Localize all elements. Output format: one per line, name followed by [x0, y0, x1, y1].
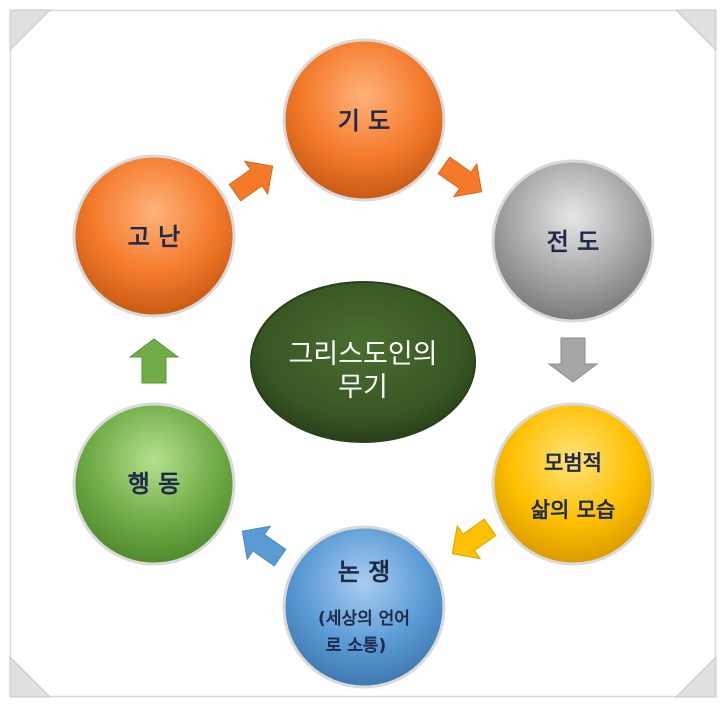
node-example-line1: 모범적: [544, 451, 602, 475]
corner-top-right: [674, 9, 717, 52]
center-title-line1: 그리스도인의: [288, 339, 437, 370]
arrow-example-to-debate: [451, 518, 497, 560]
arrow-prayer-to-evangelism: [437, 156, 483, 198]
node-example-line2: 삶의 모습: [531, 498, 616, 522]
node-action-label: 행 동: [128, 470, 181, 498]
node-prayer: 기 도: [282, 38, 446, 202]
node-debate-line2: (세상의 언어: [318, 609, 410, 629]
arrow-evangelism-to-example: [547, 337, 599, 383]
node-debate-line3: 로 소통): [326, 636, 387, 656]
arrow-suffering-to-prayer: [228, 160, 274, 202]
corner-bottom-right: [674, 655, 717, 698]
node-debate-line1: 논 쟁: [338, 558, 391, 586]
center-node: 그리스도인의 무기: [250, 281, 476, 443]
node-evangelism: 전 도: [491, 159, 655, 323]
node-action: 행 동: [72, 402, 236, 566]
node-suffering-label: 고 난: [128, 223, 181, 251]
node-evangelism-label: 전 도: [547, 228, 600, 256]
arrow-debate-to-action: [241, 525, 287, 567]
node-debate: 논 쟁 (세상의 언어 로 소통): [282, 525, 446, 689]
node-suffering: 고 난: [72, 154, 236, 318]
arrow-action-to-suffering: [128, 338, 180, 384]
node-example: 모범적 삶의 모습: [491, 402, 655, 566]
node-prayer-label: 기 도: [338, 107, 391, 135]
center-title-line2: 무기: [338, 372, 388, 403]
corner-top-left: [9, 9, 52, 52]
corner-bottom-left: [9, 655, 52, 698]
